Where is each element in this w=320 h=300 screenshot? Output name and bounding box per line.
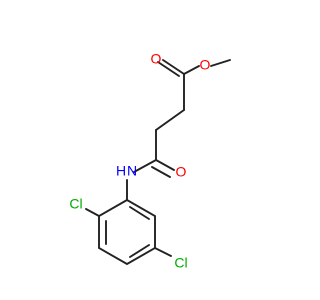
bond-c3-c4 — [155, 109, 185, 131]
ring-doublebond-2 — [129, 206, 150, 220]
bond-omethoxy-methyl — [210, 59, 231, 67]
molecule-canvas: O O O H N Cl Cl — [69, 50, 231, 271]
amide-hydrogen-label: H — [116, 163, 126, 179]
bond-amidec-n — [133, 159, 157, 173]
ortho-chlorine-label: Cl — [69, 196, 82, 212]
bond-ring-clortho — [85, 208, 100, 217]
bond-oester-carbonylc — [162, 59, 185, 75]
amide-carbonyl-oxygen-label: O — [176, 164, 187, 180]
benzene-ring — [98, 198, 156, 266]
methoxy-oxygen-label: O — [200, 57, 211, 73]
meta-chlorine-label: Cl — [174, 255, 187, 271]
bond-amidec-oamide — [155, 159, 175, 171]
ester-carbonyl-oxygen-label: O — [151, 51, 162, 67]
amide-nitrogen-label: N — [127, 163, 137, 179]
ring-doublebond-3 — [129, 244, 150, 258]
bond-amide-doublebond — [151, 166, 171, 178]
molecule-structure: O O O H N Cl Cl — [69, 51, 231, 271]
bond-ester-doublebond — [157, 61, 180, 77]
bond-ring-clmeta — [154, 247, 172, 257]
bond-carbonylc-omethoxy — [183, 65, 200, 75]
